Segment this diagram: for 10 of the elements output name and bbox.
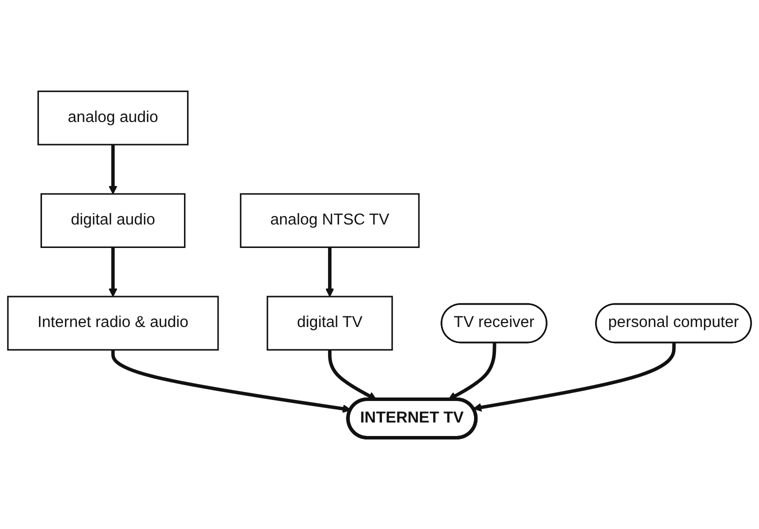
arrow — [111, 350, 352, 413]
arrow — [108, 247, 118, 297]
node-box: analog NTSC TV — [240, 193, 420, 248]
arrow — [108, 144, 118, 194]
node-box: analog audio — [37, 90, 189, 146]
node-box: digital TV — [266, 296, 393, 351]
arrow — [325, 247, 334, 297]
arrow — [473, 342, 676, 412]
node-box: digital audio — [40, 193, 186, 248]
node-box: Internet radio & audio — [7, 296, 219, 351]
